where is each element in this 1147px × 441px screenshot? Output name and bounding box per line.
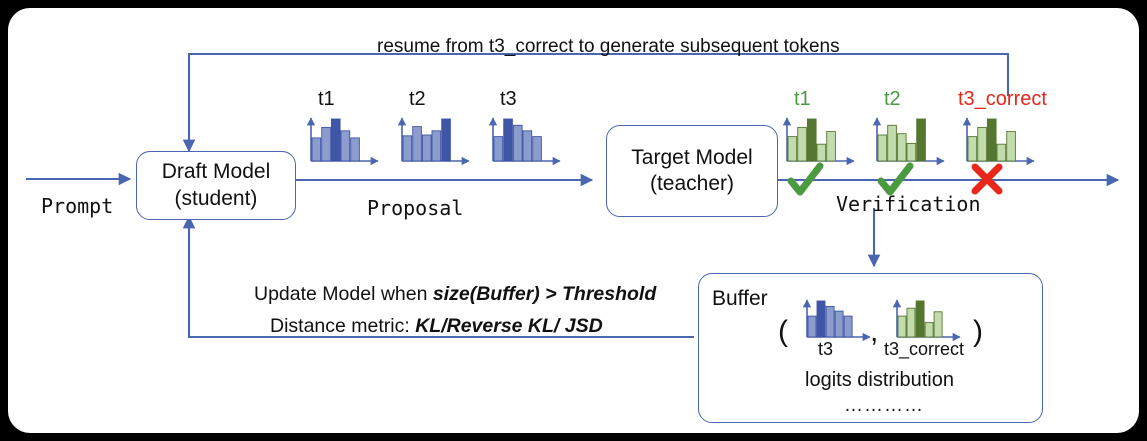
hist-label-v_t1: t1 bbox=[794, 88, 811, 110]
hist-bar bbox=[916, 118, 926, 162]
hist-bar bbox=[421, 134, 432, 162]
hist-bar bbox=[512, 124, 523, 162]
buffer-label: Buffer bbox=[712, 287, 768, 310]
distance-metric-prefix: Distance metric: bbox=[270, 315, 416, 337]
hist-bar bbox=[787, 136, 798, 162]
hist-bar bbox=[967, 136, 978, 162]
hist-label-t3: t3 bbox=[500, 88, 517, 110]
buffer-caption: logits distribution bbox=[805, 369, 954, 391]
update-rule-prefix: Update Model when bbox=[254, 283, 433, 305]
resume-loop-arrow bbox=[182, 52, 1010, 153]
hist-bar bbox=[797, 126, 807, 162]
hist-bar bbox=[906, 307, 916, 338]
hist-bar bbox=[321, 126, 331, 162]
update-rule-line1: Update Model when size(Buffer) > Thresho… bbox=[254, 283, 656, 306]
hist-bar bbox=[330, 118, 341, 162]
histogram-t2 bbox=[397, 117, 470, 166]
hist-bar bbox=[431, 130, 442, 162]
hist-bar bbox=[897, 315, 907, 338]
distance-metric-values: KL/Reverse KL/ JSD bbox=[415, 315, 603, 337]
hist-bar bbox=[311, 137, 322, 162]
hist-bar bbox=[532, 136, 542, 162]
hist-bar bbox=[825, 305, 835, 338]
hist-bar bbox=[977, 126, 987, 162]
hist-bar bbox=[402, 135, 413, 162]
hist-bar bbox=[843, 315, 853, 338]
hist-bar bbox=[340, 130, 351, 162]
verification-label: Verification bbox=[836, 192, 981, 216]
buffer-close-paren: ) bbox=[973, 315, 983, 348]
hist-bar bbox=[986, 118, 997, 162]
update-rule-condition: size(Buffer) > Threshold bbox=[432, 283, 657, 305]
buffer-to-draft-arrow bbox=[182, 215, 694, 339]
buffer-left-label: t3 bbox=[818, 339, 834, 359]
distance-metric-line2: Distance metric: KL/Reverse KL/ JSD bbox=[270, 315, 603, 338]
histogram-buf_t3 bbox=[802, 299, 871, 342]
hist-bar bbox=[887, 124, 897, 162]
resume-loop-label: resume from t3_correct to generate subse… bbox=[377, 36, 840, 57]
buffer-comma: , bbox=[870, 315, 879, 348]
hist-bar bbox=[877, 134, 888, 162]
hist-bar bbox=[896, 133, 907, 162]
hist-label-t2: t2 bbox=[409, 88, 426, 110]
diagram-card: resume from t3_correct to generate subse… bbox=[8, 8, 1139, 433]
draft-model-line2: (student) bbox=[174, 186, 258, 210]
hist-bar bbox=[933, 311, 943, 338]
histogram-v_t3 bbox=[962, 117, 1035, 166]
buffer-box[interactable] bbox=[698, 273, 1043, 423]
target-model-line1: Target Model bbox=[631, 145, 753, 169]
hist-bar bbox=[807, 315, 817, 338]
hist-bar bbox=[906, 142, 917, 162]
histogram-t3 bbox=[488, 117, 561, 166]
proposal-label: Proposal bbox=[367, 196, 464, 220]
hist-bar bbox=[522, 130, 533, 162]
connector-layer bbox=[26, 52, 1120, 339]
histogram-t1 bbox=[306, 117, 379, 166]
hist-bar bbox=[350, 137, 360, 162]
hist-bar bbox=[1006, 131, 1016, 162]
hist-bar bbox=[816, 300, 826, 338]
buffer-open-paren: ( bbox=[778, 315, 788, 348]
hist-bar bbox=[806, 118, 817, 162]
hist-bar bbox=[826, 131, 836, 162]
hist-label-t1: t1 bbox=[318, 88, 335, 110]
draft-model-line1: Draft Model bbox=[161, 160, 271, 184]
hist-bar bbox=[503, 118, 513, 162]
buffer-right-label: t3_correct bbox=[884, 339, 965, 359]
hist-bar bbox=[924, 322, 934, 338]
hist-label-v_t2: t2 bbox=[884, 88, 901, 110]
hist-bar bbox=[834, 310, 844, 338]
hist-bar bbox=[441, 118, 451, 162]
histogram-v_t1 bbox=[782, 117, 855, 166]
histogram-buf_t3_correct bbox=[892, 299, 961, 342]
hist-bar bbox=[412, 126, 422, 162]
histogram-v_t2 bbox=[872, 117, 945, 166]
prompt-label: Prompt bbox=[41, 194, 114, 218]
hist-bar bbox=[996, 143, 1007, 162]
buffer-ellipsis: ………… bbox=[844, 395, 924, 416]
draft-model-box[interactable]: Draft Model (student) bbox=[136, 151, 296, 220]
hist-label-v_t3: t3_correct bbox=[958, 88, 1047, 110]
target-model-box[interactable]: Target Model (teacher) bbox=[606, 125, 778, 217]
hist-bar bbox=[816, 143, 827, 162]
target-model-line2: (teacher) bbox=[649, 172, 735, 195]
hist-bar bbox=[915, 300, 925, 338]
hist-bar bbox=[493, 136, 504, 162]
